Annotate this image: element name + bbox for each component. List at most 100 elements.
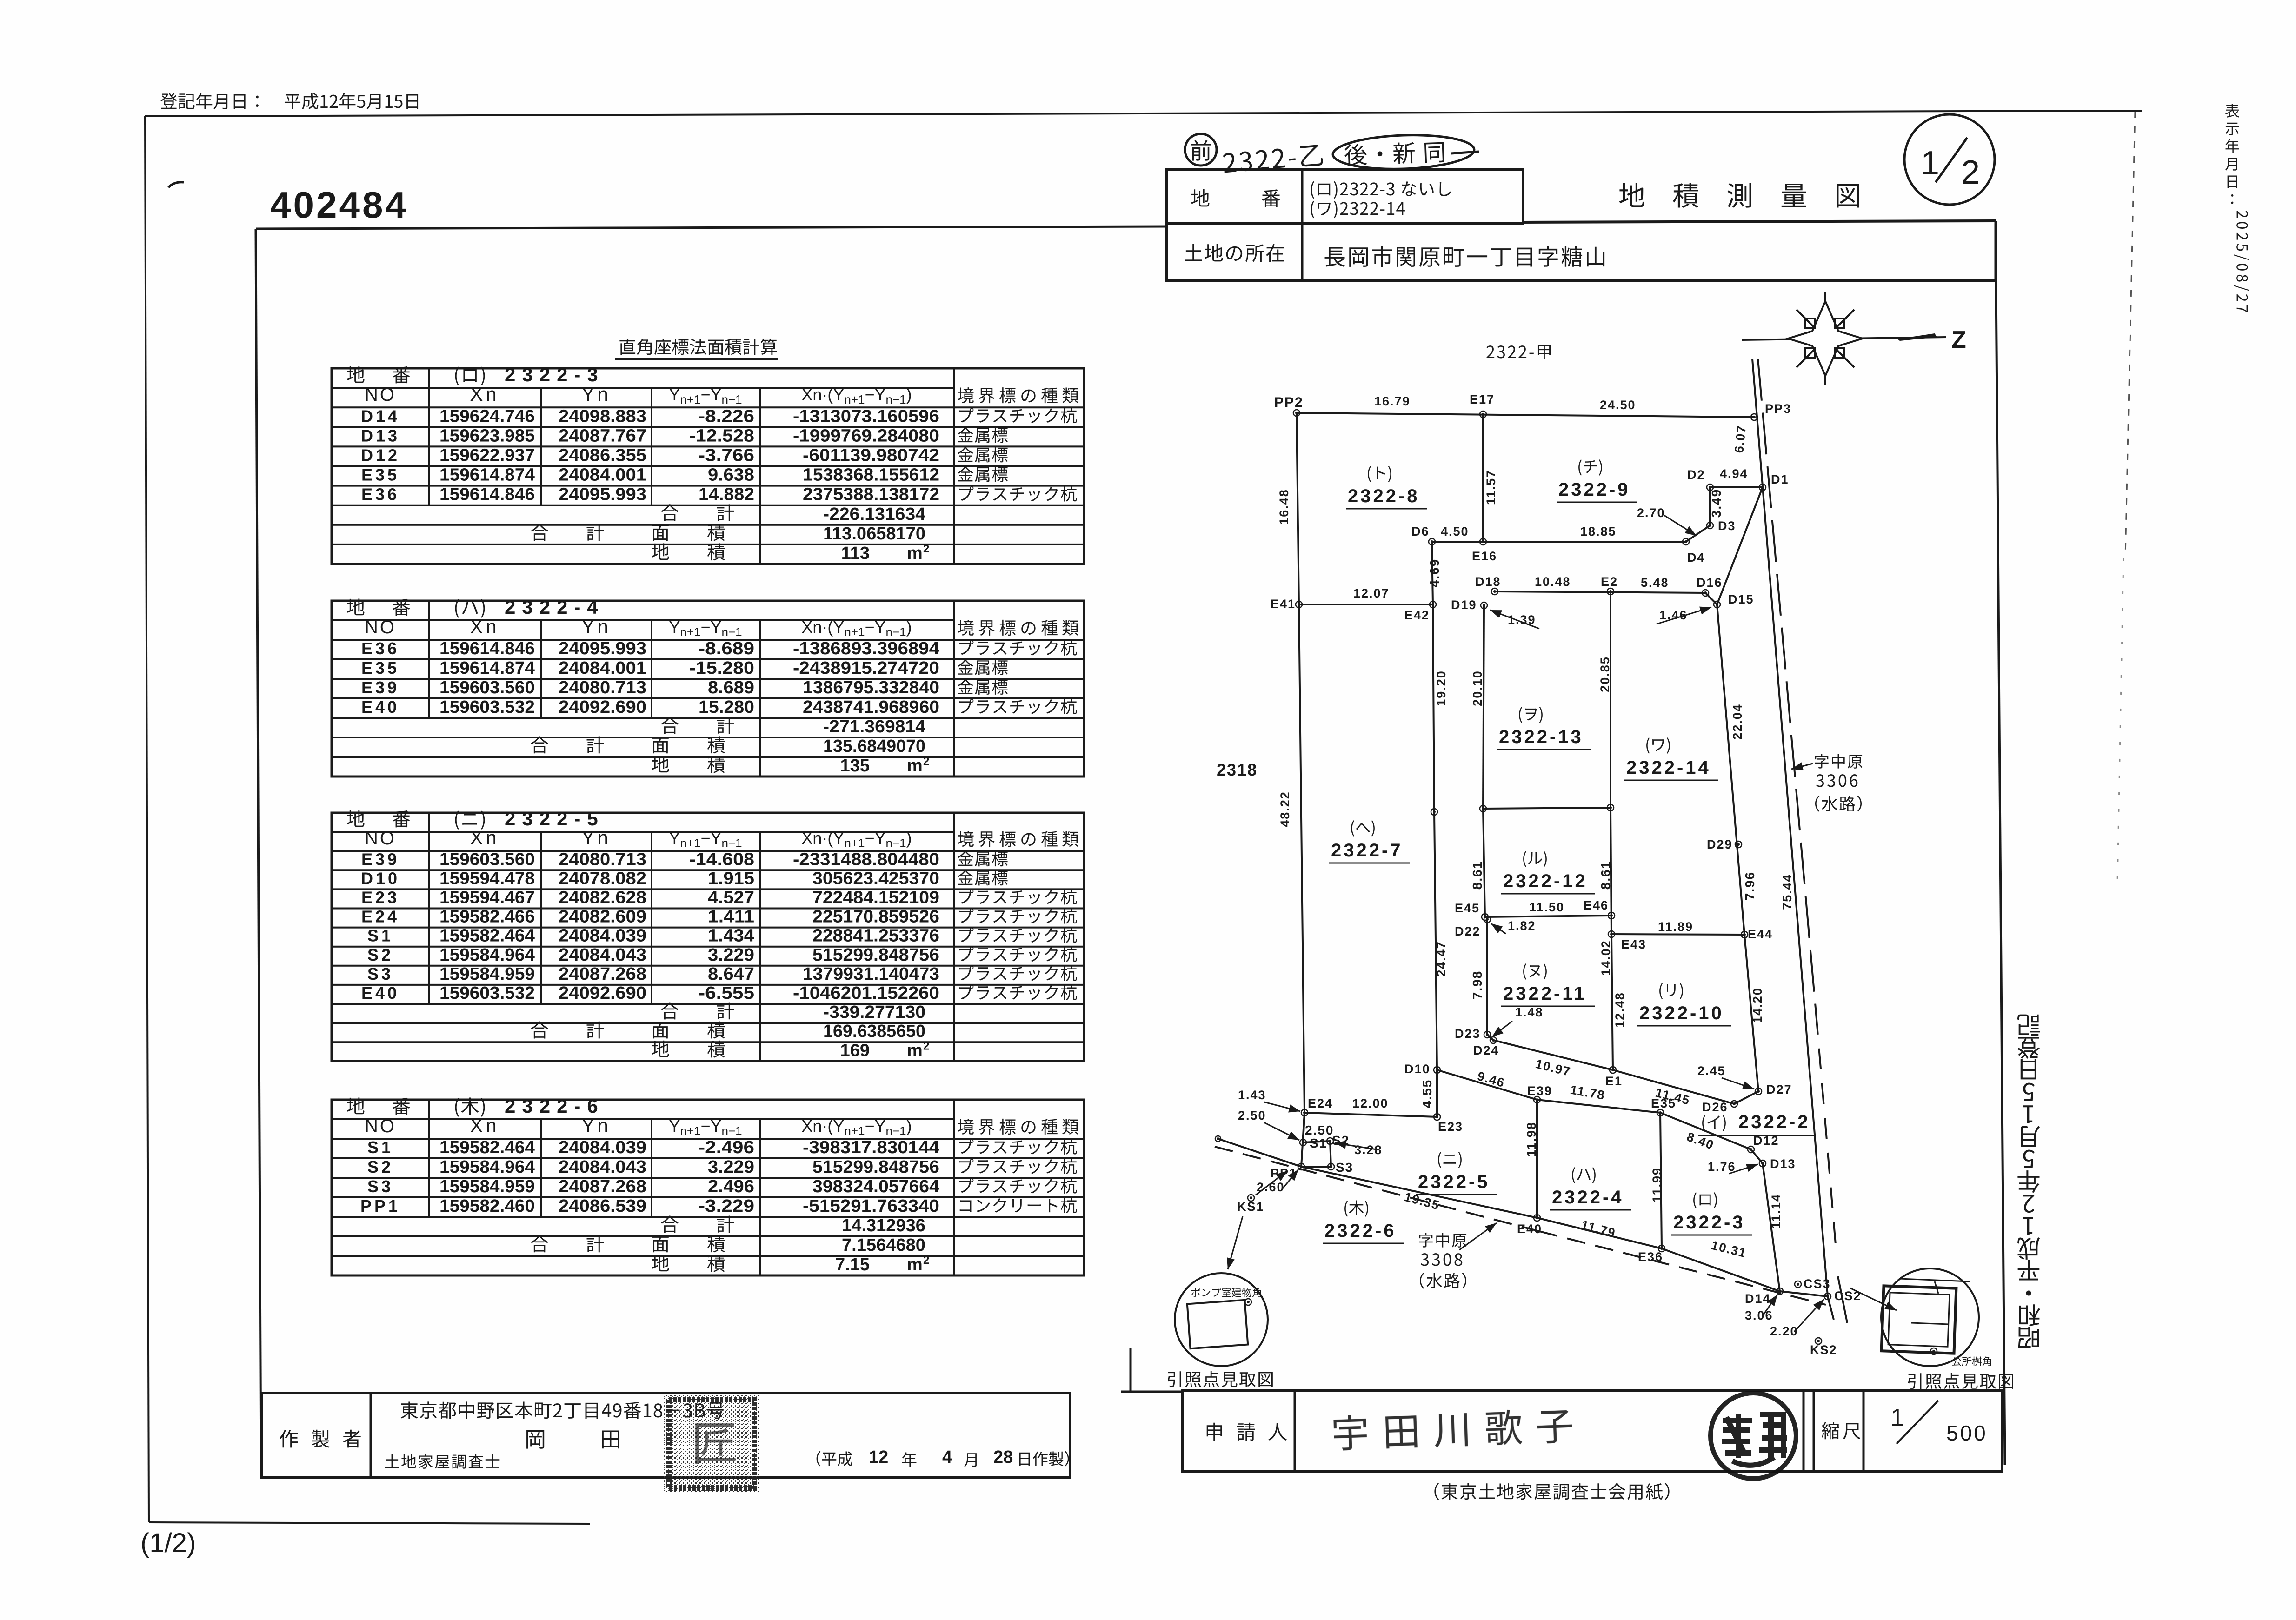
svg-text:-2.496: -2.496 <box>699 1138 754 1157</box>
svg-text:S1: S1 <box>367 926 393 945</box>
svg-text:2: 2 <box>923 1040 929 1052</box>
svg-text:D3: D3 <box>1718 519 1736 533</box>
svg-text:S2: S2 <box>367 945 393 964</box>
svg-text:24086.539: 24086.539 <box>559 1196 646 1216</box>
svg-text:8.647: 8.647 <box>708 964 754 984</box>
svg-text:159603.560: 159603.560 <box>439 850 535 869</box>
svg-text:20.10: 20.10 <box>1471 670 1484 706</box>
svg-text:-2331488.804480: -2331488.804480 <box>793 850 939 869</box>
svg-text:1: 1 <box>1921 145 1939 182</box>
svg-text:-8.226: -8.226 <box>699 406 754 426</box>
svg-text:2322-10: 2322-10 <box>1639 1003 1724 1023</box>
svg-text:24080.713: 24080.713 <box>559 678 646 697</box>
svg-text:Xn: Xn <box>470 1115 499 1136</box>
svg-text:2322-12: 2322-12 <box>1503 871 1588 891</box>
svg-text:113.0658170: 113.0658170 <box>823 524 925 544</box>
svg-text:8.61: 8.61 <box>1598 861 1613 890</box>
svg-text:11.14: 11.14 <box>1769 1194 1783 1229</box>
svg-text:1: 1 <box>1890 1404 1904 1431</box>
svg-text:2322-14: 2322-14 <box>1626 757 1711 778</box>
svg-text:20.85: 20.85 <box>1598 656 1612 692</box>
svg-text:2322-9: 2322-9 <box>1558 479 1630 500</box>
svg-text:E17: E17 <box>1470 392 1495 406</box>
svg-text:-15.280: -15.280 <box>689 658 754 678</box>
svg-text:Yn: Yn <box>581 1115 611 1136</box>
svg-text:1.43: 1.43 <box>1238 1088 1266 1102</box>
svg-text:2322-2: 2322-2 <box>1738 1112 1810 1132</box>
svg-text:E39: E39 <box>361 850 399 869</box>
svg-text:159624.746: 159624.746 <box>439 406 535 426</box>
svg-text:E2: E2 <box>1601 575 1618 589</box>
svg-text:D26: D26 <box>1702 1100 1728 1114</box>
svg-text:E36: E36 <box>361 485 399 504</box>
svg-text:24087.767: 24087.767 <box>559 426 646 445</box>
svg-text:7.98: 7.98 <box>1470 970 1484 1000</box>
svg-text:E24: E24 <box>1308 1096 1333 1110</box>
svg-text:11.78: 11.78 <box>1569 1082 1606 1102</box>
svg-text:D27: D27 <box>1766 1082 1792 1096</box>
svg-text:m: m <box>907 544 923 563</box>
svg-text:Xn: Xn <box>470 383 499 405</box>
svg-text:E40: E40 <box>361 697 399 717</box>
svg-text:1.46: 1.46 <box>1659 608 1688 622</box>
svg-text:159614.874: 159614.874 <box>439 658 535 678</box>
svg-text:-271.369814: -271.369814 <box>823 717 925 737</box>
svg-text:E44: E44 <box>1748 927 1773 941</box>
svg-text:S1: S1 <box>367 1138 393 1157</box>
svg-text:22.04: 22.04 <box>1730 704 1744 740</box>
svg-text:-8.689: -8.689 <box>699 639 754 658</box>
svg-text:S3: S3 <box>1336 1160 1353 1175</box>
svg-text:2.50: 2.50 <box>1238 1109 1266 1122</box>
svg-text:2.50: 2.50 <box>1305 1123 1334 1137</box>
svg-text:(1/2): (1/2) <box>140 1528 196 1558</box>
svg-text:113: 113 <box>841 544 870 563</box>
svg-text:2322-6: 2322-6 <box>1324 1221 1397 1241</box>
svg-text:515299.848756: 515299.848756 <box>812 945 939 965</box>
svg-text:16.48: 16.48 <box>1277 489 1291 525</box>
svg-text:m: m <box>907 1255 923 1275</box>
svg-text:-1999769.284080: -1999769.284080 <box>793 426 939 445</box>
svg-text:D10: D10 <box>361 869 400 888</box>
svg-text:3.229: 3.229 <box>708 945 754 965</box>
svg-text:2322-5: 2322-5 <box>505 808 605 830</box>
svg-text:24086.355: 24086.355 <box>559 446 646 465</box>
svg-text:398324.057664: 398324.057664 <box>812 1177 939 1196</box>
svg-text:500: 500 <box>1946 1421 1988 1445</box>
svg-text:159582.460: 159582.460 <box>439 1196 535 1216</box>
svg-text:E41: E41 <box>1271 597 1296 611</box>
svg-text:2.70: 2.70 <box>1637 506 1665 520</box>
svg-text:-339.277130: -339.277130 <box>823 1003 925 1022</box>
svg-text:24087.268: 24087.268 <box>559 964 646 984</box>
svg-text:159603.532: 159603.532 <box>439 697 535 717</box>
svg-text:CS3: CS3 <box>1804 1277 1831 1291</box>
svg-text:12.07: 12.07 <box>1353 586 1390 600</box>
svg-text:2322-5: 2322-5 <box>1418 1172 1490 1192</box>
svg-text:1.39: 1.39 <box>1508 613 1536 627</box>
svg-text:2.20: 2.20 <box>1770 1324 1798 1338</box>
svg-text:m: m <box>907 1041 923 1060</box>
svg-text:2322-8: 2322-8 <box>1348 486 1420 506</box>
svg-text:D14: D14 <box>361 406 400 425</box>
svg-text:Xn: Xn <box>470 827 499 849</box>
svg-text:-2438915.274720: -2438915.274720 <box>793 658 939 678</box>
svg-text:-3.229: -3.229 <box>699 1196 754 1216</box>
svg-text:24084.039: 24084.039 <box>559 926 646 946</box>
svg-text:D24: D24 <box>1473 1043 1499 1057</box>
svg-text:Yn: Yn <box>581 616 611 637</box>
svg-text:159584.964: 159584.964 <box>439 945 535 965</box>
svg-text:-601139.980742: -601139.980742 <box>803 446 939 465</box>
svg-text:2322-3: 2322-3 <box>1673 1212 1745 1233</box>
svg-text:2322-6: 2322-6 <box>505 1095 605 1117</box>
svg-text:11.79: 11.79 <box>1579 1218 1617 1241</box>
svg-text:D23: D23 <box>1455 1027 1481 1041</box>
svg-text:-226.131634: -226.131634 <box>823 505 925 524</box>
svg-text:S2: S2 <box>367 1157 393 1176</box>
svg-text:8.61: 8.61 <box>1470 861 1484 890</box>
svg-text:D4: D4 <box>1687 551 1705 564</box>
svg-text:2438741.968960: 2438741.968960 <box>803 697 939 717</box>
svg-text:2322-7: 2322-7 <box>1331 840 1403 861</box>
svg-text:2322-11: 2322-11 <box>1503 983 1587 1004</box>
svg-text:9.638: 9.638 <box>708 465 754 485</box>
svg-text:24.47: 24.47 <box>1434 941 1448 977</box>
svg-text:159582.466: 159582.466 <box>439 907 535 927</box>
